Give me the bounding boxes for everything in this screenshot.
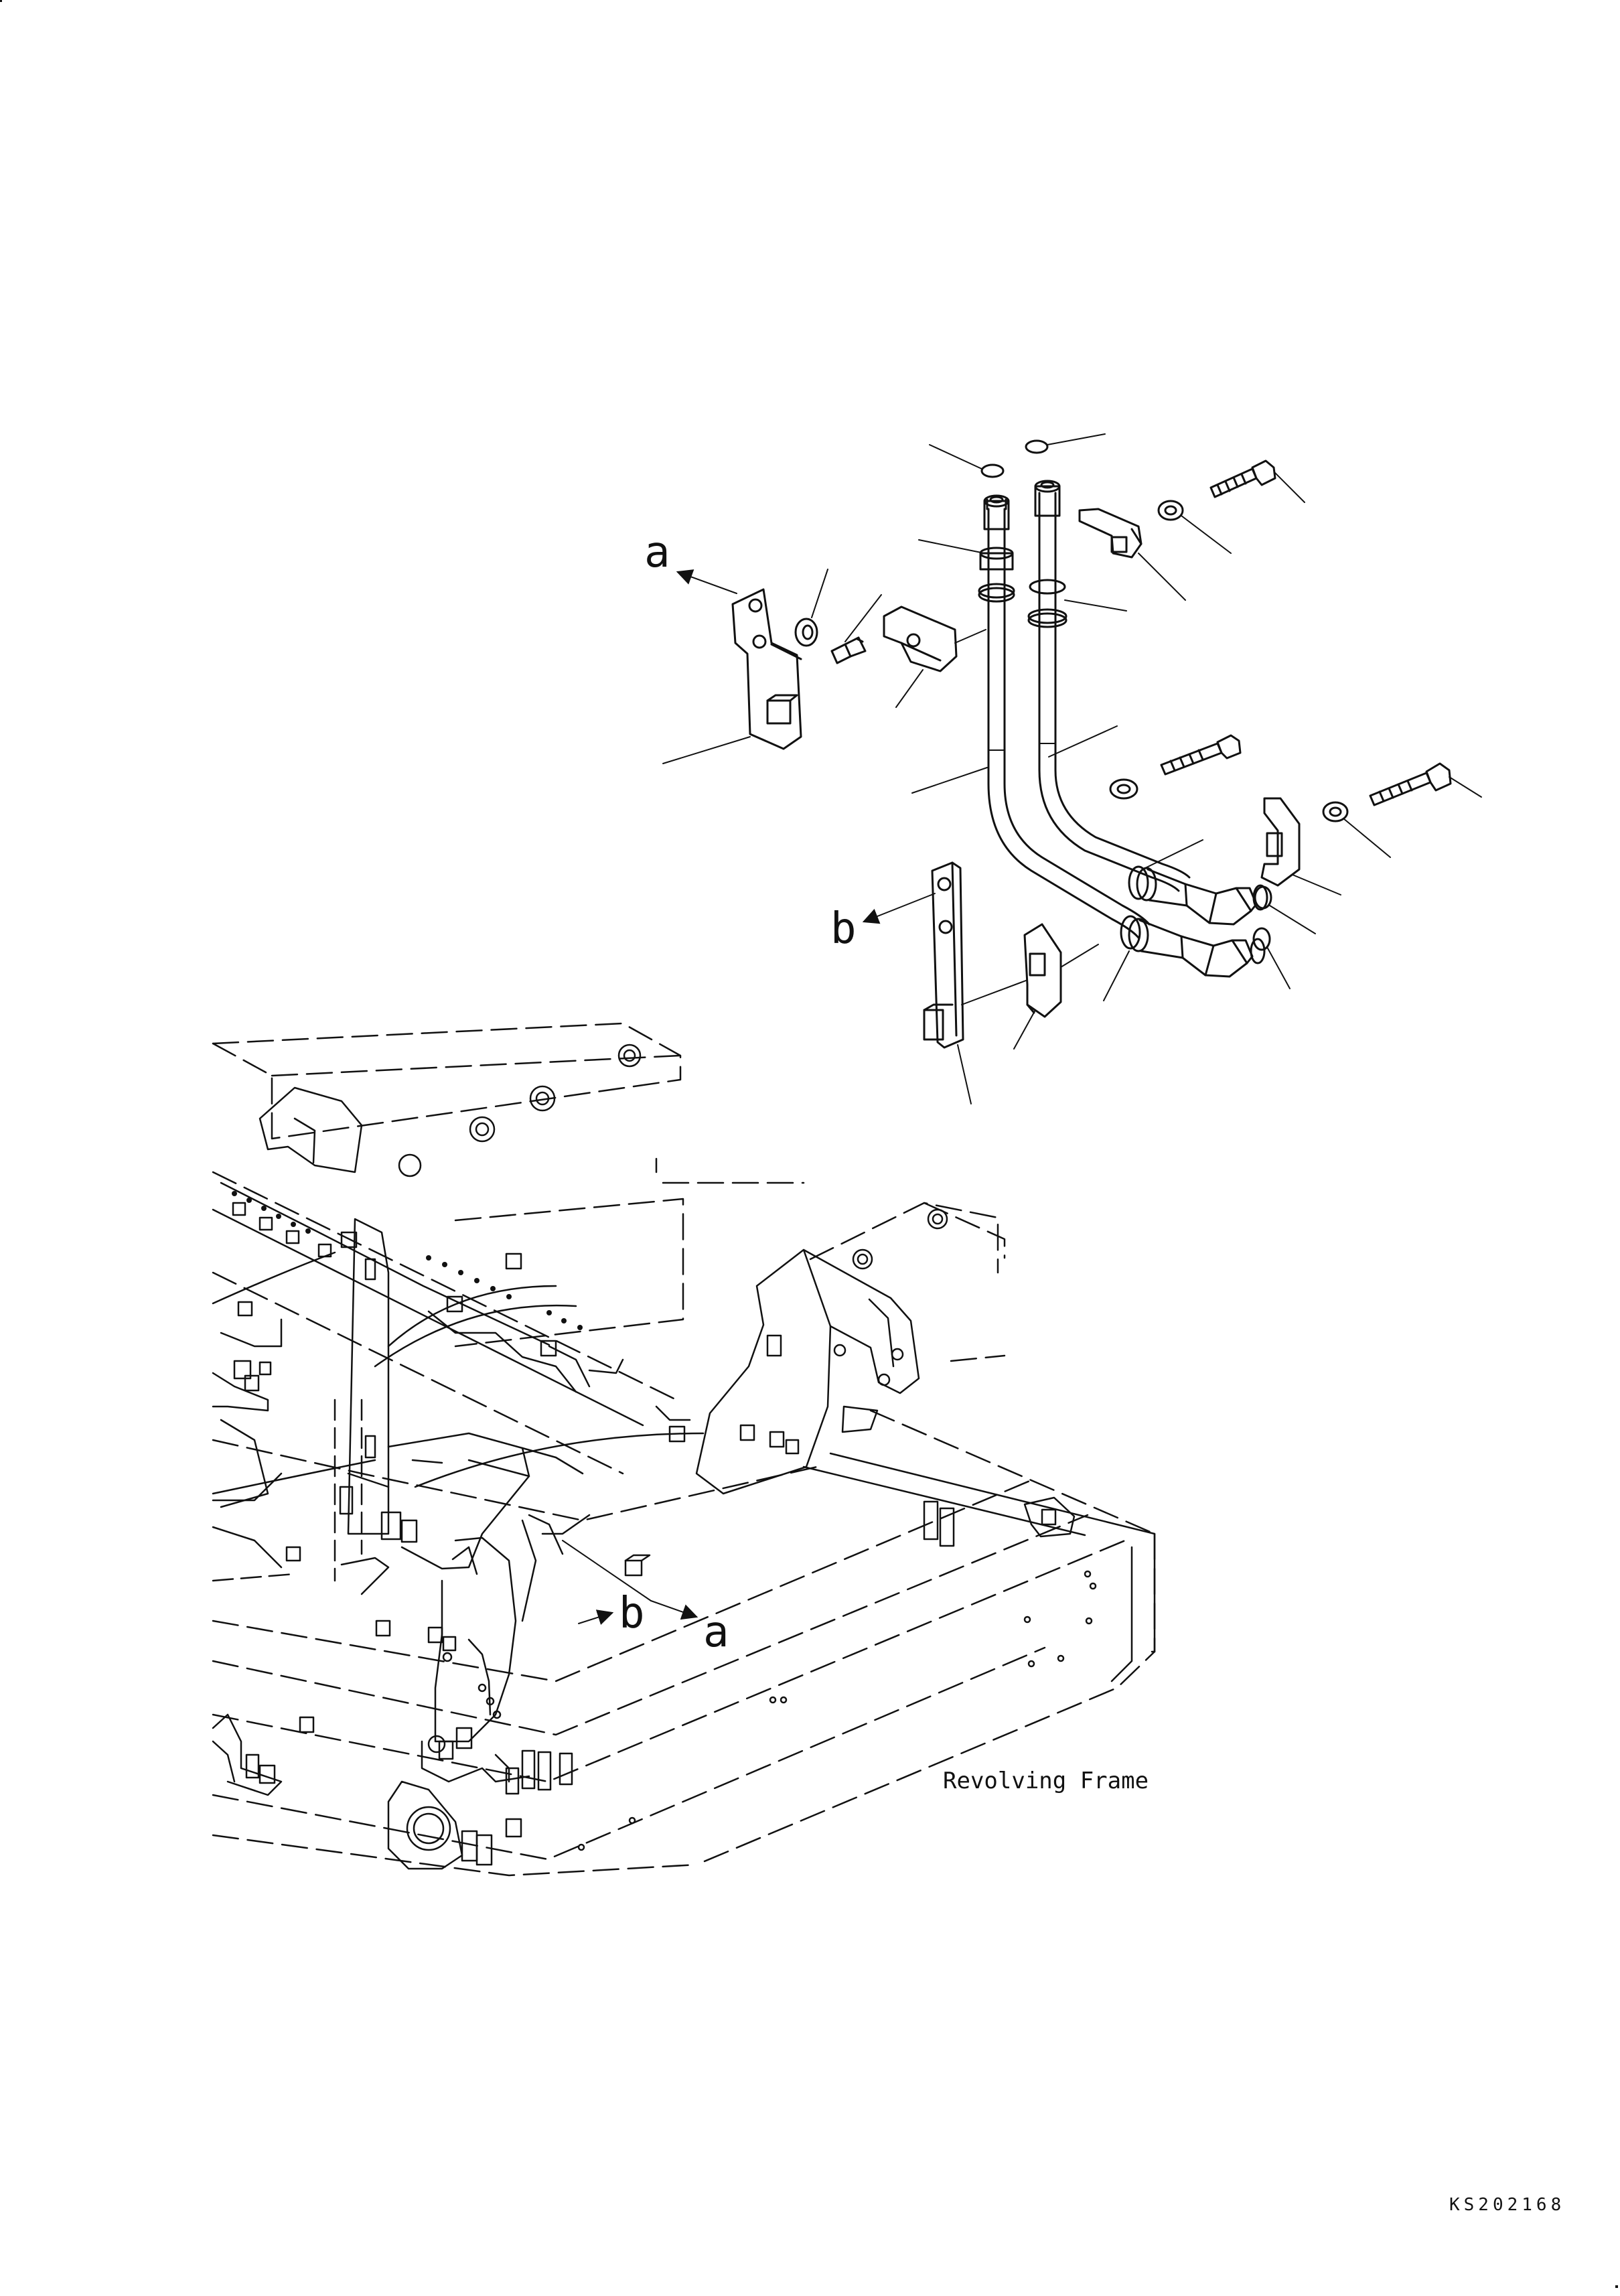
- leader-a-frame: [562, 1540, 652, 1601]
- clamp-left: [883, 605, 986, 708]
- corner-mark-bottom-right: [1615, 2285, 1618, 2288]
- washer-middle: [1109, 778, 1138, 800]
- elbow-fitting-lower: [1103, 915, 1266, 1001]
- arrow-b-frame: [578, 1609, 614, 1626]
- clamp-lower: [961, 923, 1099, 1050]
- washer-top-right: [1157, 500, 1232, 554]
- revolving-frame: [212, 1022, 1156, 1877]
- o-ring-top-right: [1025, 433, 1106, 454]
- bolt-short-left: [830, 594, 882, 664]
- bolt-top-right: [1209, 459, 1305, 503]
- callout-b-frame: b: [619, 1589, 645, 1638]
- bolt-right: [1369, 762, 1482, 806]
- callout-a-top: a: [644, 528, 670, 577]
- callout-a-frame: a: [703, 1607, 729, 1657]
- o-ring-top-left: [929, 444, 1005, 478]
- corner-mark-top-left: [0, 0, 2, 2]
- callout-b-mid: b: [830, 904, 857, 954]
- elbow-fitting-upper: [1128, 839, 1268, 926]
- washer-right: [1322, 801, 1391, 858]
- arrow-a-top: [676, 569, 737, 594]
- washer-left: [794, 569, 828, 647]
- clamp-top-right: [1078, 508, 1186, 601]
- frame-label: Revolving Frame: [943, 1768, 1149, 1794]
- arrow-b-mid: [862, 893, 936, 924]
- bracket-left: [662, 588, 802, 764]
- bolt-middle: [1160, 734, 1242, 776]
- o-ring-elbow-upper: [1254, 885, 1316, 934]
- bracket-vertical: [923, 861, 972, 1104]
- drawing-code: KS202168: [1449, 2195, 1565, 2215]
- hydraulic-tube-right: [911, 480, 1191, 892]
- o-ring-elbow-lower: [1252, 927, 1291, 989]
- clamp-right: [1260, 797, 1341, 895]
- arrow-a-frame: [650, 1600, 698, 1620]
